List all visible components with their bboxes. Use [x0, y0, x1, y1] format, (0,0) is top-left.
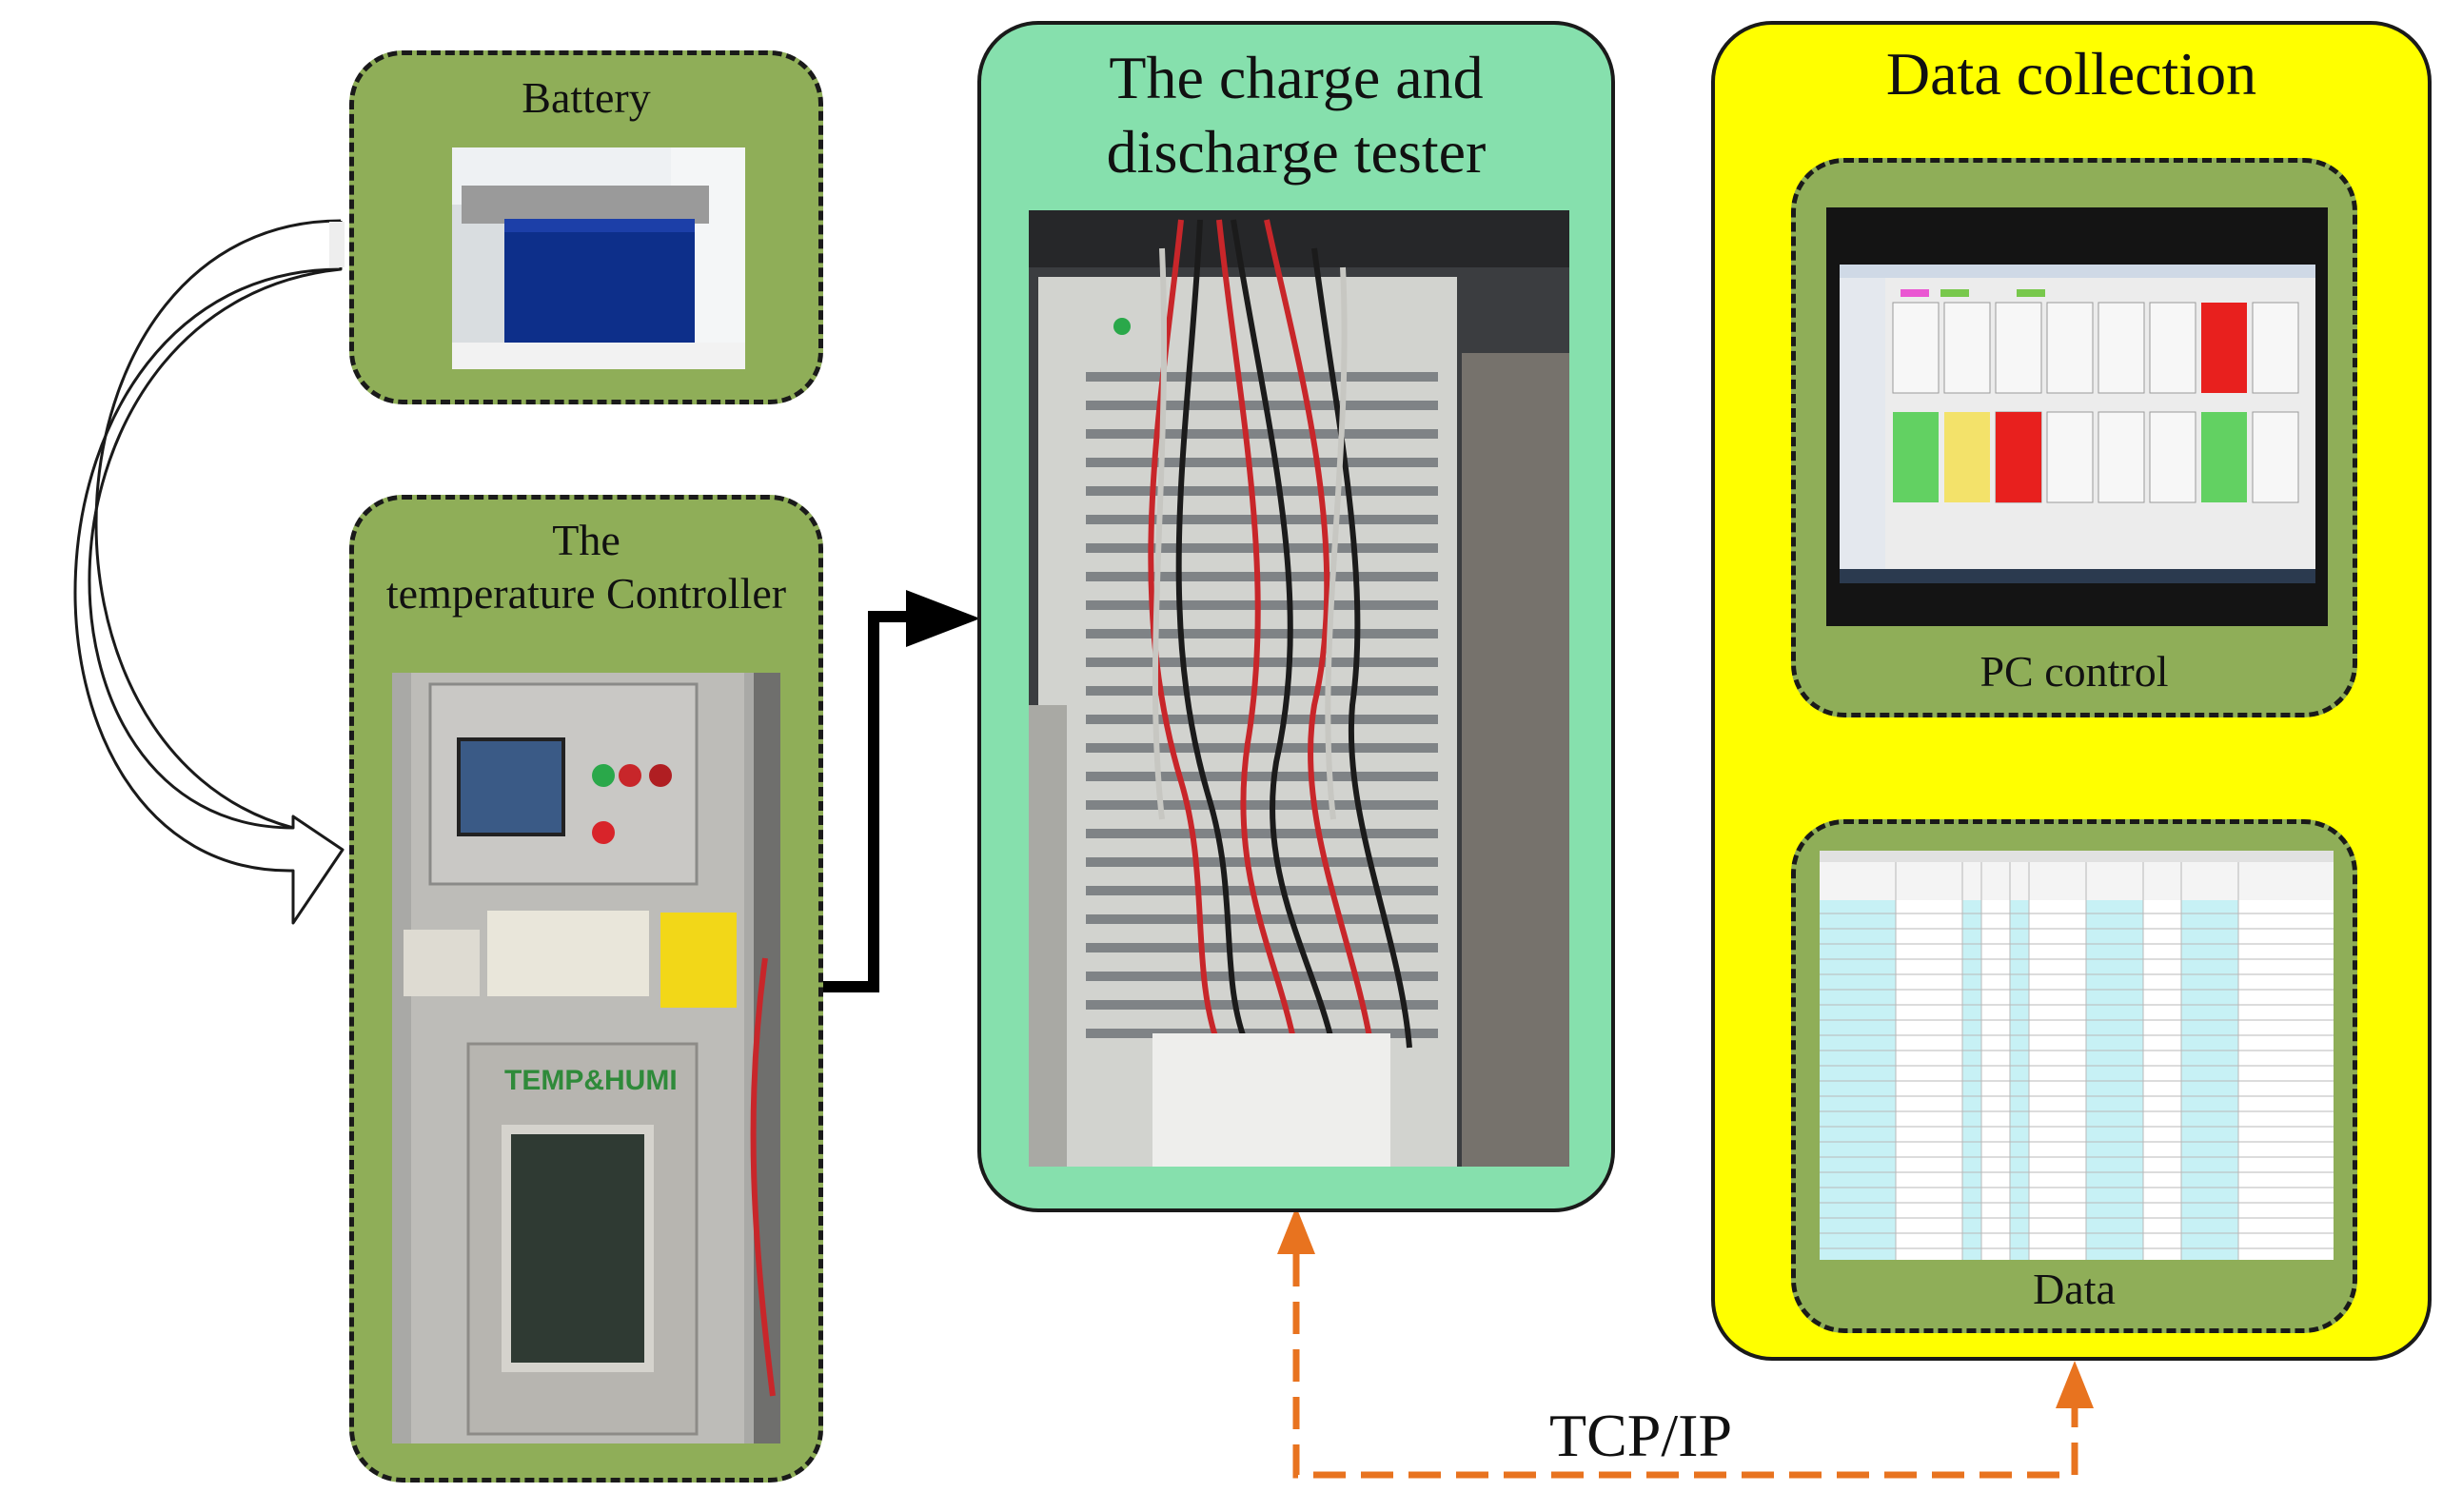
battery-to-controller-arrow-inner	[94, 219, 342, 830]
chamber-panel-text: TEMP&HUMI	[504, 1065, 678, 1096]
pc-monitor-photo	[1826, 207, 2328, 626]
tester-photo	[1029, 210, 1569, 1167]
battery-title: Battery	[522, 73, 651, 122]
pc-control-label: PC control	[1979, 647, 2169, 696]
data-spreadsheet-image	[1820, 851, 2334, 1260]
tcp-ip-link	[1292, 1254, 2078, 1479]
temperature-controller-box: The temperature Controller TEMP&HUMI	[349, 495, 823, 1483]
tcp-link-arrowhead-tester	[1277, 1207, 1315, 1254]
temperature-controller-title-line2: temperature Controller	[385, 569, 787, 618]
tcp-ip-label: TCP/IP	[1549, 1402, 1733, 1469]
controller-to-tester-arrow	[817, 611, 914, 992]
data-label: Data	[2033, 1265, 2116, 1313]
data-collection-title: Data collection	[1885, 40, 2257, 108]
tester-box: The charge and discharge tester	[977, 21, 1615, 1212]
tester-title-line1: The charge and	[1109, 44, 1484, 111]
temperature-controller-title-line1: The	[552, 516, 620, 564]
tcp-link-arrowhead-data	[2056, 1361, 2094, 1408]
battery-box: Battery	[349, 50, 823, 404]
temperature-chamber-photo: TEMP&HUMI	[392, 673, 780, 1443]
battery-to-controller-arrow	[73, 221, 345, 925]
pc-control-box: PC control	[1791, 158, 2357, 717]
battery-photo	[452, 147, 745, 369]
data-collection-box: Data collection	[1711, 21, 2432, 1361]
data-box: Data	[1791, 819, 2357, 1333]
controller-to-tester-arrowhead	[906, 590, 980, 647]
tester-title-line2: discharge tester	[1106, 118, 1487, 186]
